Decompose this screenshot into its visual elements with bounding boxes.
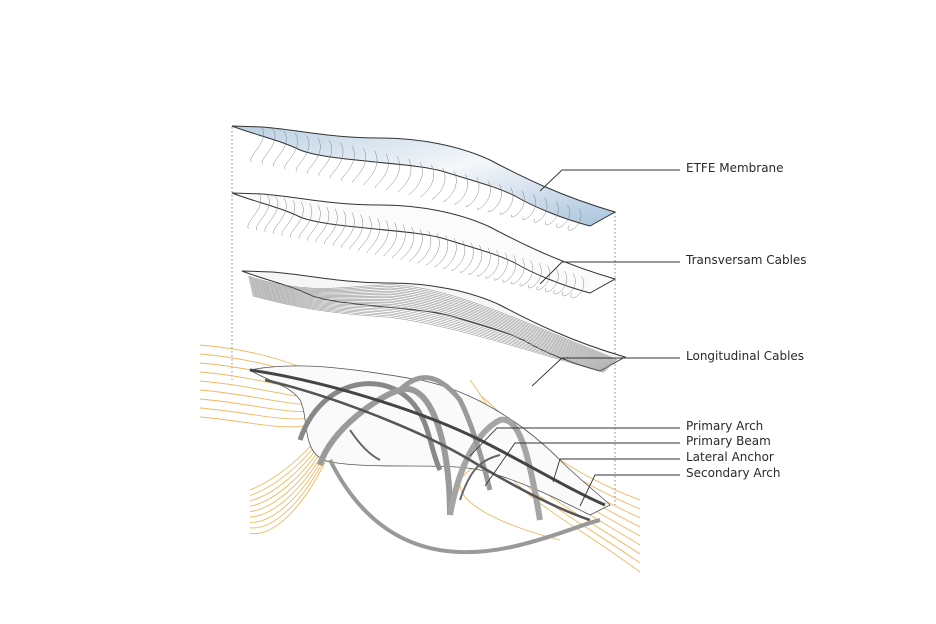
label-primary-arch: Primary Arch (686, 419, 764, 433)
longitudinal-cable (252, 293, 606, 372)
label-secondary-arch: Secondary Arch (686, 466, 781, 480)
lateral-anchor (349, 429, 501, 501)
longitudinal-cable (251, 288, 609, 369)
longitudinal-cable (250, 287, 610, 368)
longitudinal-cable (250, 285, 611, 367)
longitudinal-cable (248, 278, 616, 362)
layer-outline (241, 270, 627, 372)
label-etfe-membrane: ETFE Membrane (686, 161, 784, 175)
transverse-cable (426, 233, 440, 266)
structure-base (248, 365, 611, 555)
leader-lines (469, 169, 680, 507)
transverse-cable (443, 170, 457, 202)
primary-beam (249, 368, 606, 507)
longitudinal-cable (252, 294, 605, 372)
longitudinal-cable (251, 291, 607, 371)
longitudinal-cable (248, 277, 617, 362)
longitudinal-cable (248, 276, 617, 361)
transverse-cable (431, 167, 446, 200)
longitudinal-cable (249, 279, 615, 363)
longitudinal-cable (251, 290, 608, 370)
longitudinal-cable (249, 281, 614, 364)
transverse-cable (417, 231, 431, 264)
base-arc-lower (328, 459, 601, 555)
longitudinal-cables-layer (241, 270, 627, 373)
longitudinal-cable (249, 282, 613, 365)
longitudinal-cable (250, 284, 612, 366)
longitudinal-cable (248, 275, 618, 360)
layer-outline (231, 192, 617, 294)
transverse-cable (420, 164, 434, 198)
longitudinal-cable (249, 283, 612, 365)
label-lateral-anchor: Lateral Anchor (686, 450, 774, 464)
longitudinal-cable (250, 286, 610, 367)
transverse-cable (443, 237, 457, 269)
longitudinal-cable (252, 295, 604, 373)
primary-arch-2 (447, 416, 543, 521)
projection-lines (231, 127, 616, 505)
label-primary-beam: Primary Beam (686, 434, 771, 448)
longitudinal-cable (249, 280, 614, 364)
longitudinal-cable (251, 289, 608, 369)
longitudinal-cable (252, 292, 606, 371)
secondary-arch (297, 381, 443, 472)
label-longitudinal-cables: Longitudinal Cables (686, 349, 805, 363)
label-transversal-cables: Transversam Cables (686, 253, 807, 267)
primary-arch-3 (398, 375, 493, 491)
primary-beam-2 (264, 378, 591, 522)
transverse-cable (434, 235, 448, 268)
